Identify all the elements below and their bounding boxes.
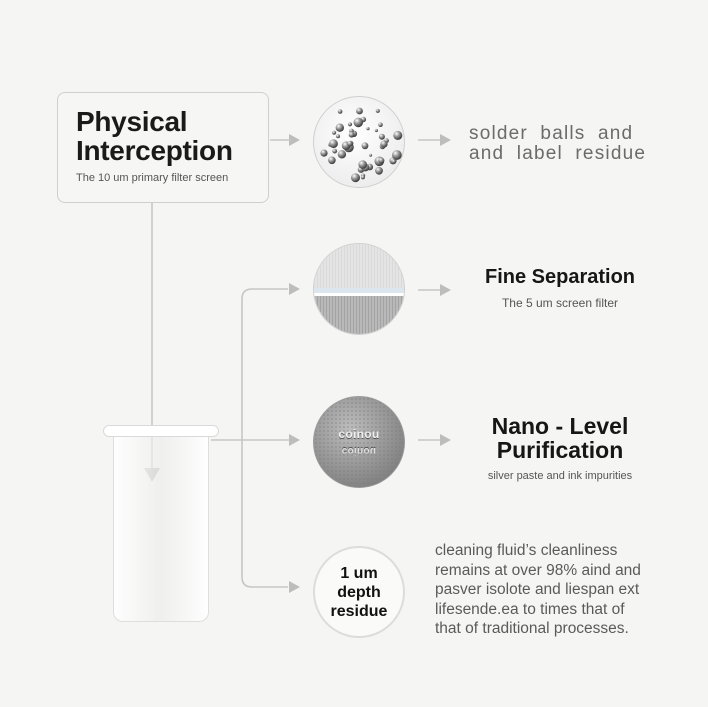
step3-title: Nano - Level Purification (491, 413, 629, 463)
arrow-right-icon (440, 134, 451, 146)
emboss-text-mirrored: coinou (341, 445, 377, 456)
beaker-icon (113, 436, 209, 622)
step1-title: Physical Interception (76, 106, 233, 166)
step1-subtitle: The 10 um primary filter screen (76, 172, 229, 184)
particles-icon (313, 96, 405, 188)
nano-disc-icon: coinou coinou (313, 396, 405, 488)
step1-result: solder balls and and label residue (469, 123, 647, 164)
arrow-right-icon (289, 283, 300, 295)
arrow-right-icon (440, 284, 451, 296)
beaker-lid (103, 425, 219, 437)
arrow-right-icon (289, 581, 300, 593)
depth-residue-label: 1 um depth residue (330, 565, 388, 620)
emboss-text: coinou (338, 427, 380, 441)
step2-subtitle: The 5 um screen filter (501, 296, 619, 310)
arrow-right-icon (440, 434, 451, 446)
arrow-right-icon (289, 134, 300, 146)
step4-description: cleaning fluid’s cleanliness remains at … (435, 542, 641, 637)
depth-residue-circle: 1 um depth residue (313, 546, 405, 638)
step2-title: Fine Separation (484, 266, 636, 288)
mesh-icon (313, 243, 405, 335)
step3-subtitle: silver paste and ink impurities (487, 470, 633, 482)
arrow-right-icon (289, 434, 300, 446)
physical-interception-card: Physical Interception The 10 um primary … (57, 92, 269, 203)
